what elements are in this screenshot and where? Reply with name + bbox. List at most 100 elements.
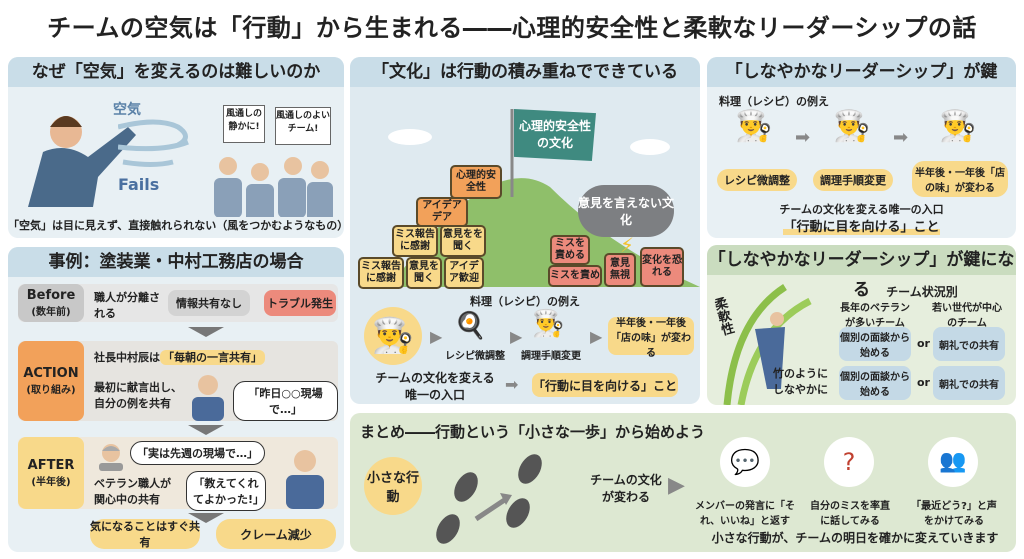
option-meeting-2: 朝礼での共有: [933, 366, 1005, 400]
case-panel: 事例：塗装業・中村工務店の場合 Before(数年前) 職人が分離される 情報共…: [8, 247, 344, 552]
arrow-icon: ➡: [505, 375, 519, 394]
entry-result: 「行動に目を向ける」こと: [532, 373, 678, 397]
or-label: or: [917, 337, 930, 350]
result-complaints: クレーム減少: [216, 519, 336, 549]
key-step2: 調理手順変更: [813, 169, 893, 191]
or-label: or: [917, 376, 930, 389]
entry-text: チームの文化を変える唯一の入口: [375, 371, 495, 402]
key-entry-result-text: 「行動に目を向ける」こと: [783, 220, 940, 235]
veteran-icon: [99, 444, 123, 471]
culture-heading: 「文化」は行動の積み重ねでできている: [350, 57, 700, 87]
president-icon: [286, 450, 324, 509]
block-safety: 心理的安全性: [450, 165, 502, 199]
why-caption: 「空気」は目に見えず、直接触れられない（風をつかむようなもの）: [8, 219, 344, 232]
bamboo-caption: 竹のようにしなやかに: [773, 367, 828, 396]
result-taste: 半年後・一年後「店の味」が変わる: [608, 317, 694, 359]
page-title: チームの空気は「行動」から生まれる――心理的安全性と柔軟なリーダーシップの話: [47, 14, 977, 42]
before-step1: 職人が分離される: [94, 291, 160, 320]
before-step3: トラブル発生: [264, 290, 336, 316]
after-title: AFTER: [27, 458, 75, 473]
action-label: ACTION(取り組み): [18, 341, 84, 421]
option-interview-1: 個別の面談から始める: [839, 327, 911, 361]
action-bubble: 「昨日○○現場で…」: [233, 381, 338, 421]
closing-text: 小さな行動が、チームの明日を確かに変えていきます: [711, 531, 999, 545]
sign-team: 風通しのよいチーム!: [275, 107, 331, 145]
why-panel: なぜ「空気」を変えるのは難しいのか 空気 Fails 風通しの静かに! 風通しの…: [8, 57, 344, 238]
talk-icon: 👥: [928, 437, 978, 487]
block-blame: ミスを責める: [550, 235, 590, 265]
chef-icon: 👨‍🍳: [364, 307, 422, 365]
option-meeting-1: 朝礼での共有: [933, 327, 1005, 361]
chef-icon: 👨‍🍳: [833, 109, 871, 144]
step-procedure: 調理手順変更: [521, 351, 581, 362]
footprints-icon: [436, 454, 542, 544]
summary-panel: まとめ――行動という「小さな一歩」から始めよう 小さな行動 チームの文化が変わる…: [350, 413, 1016, 552]
col-veteran: 長年のベテランが多いチーム: [840, 303, 910, 329]
recipe-title: 料理（レシピ）の例え: [470, 295, 580, 308]
block-blame-2: ミスを責め: [548, 265, 602, 287]
bamboo-icon: [723, 284, 812, 405]
after-line: ベテラン職人が関心中の共有: [94, 477, 171, 506]
block-fear-change: 変化を恐れる: [640, 247, 684, 287]
key-heading: 「しなやかなリーダーシップ」が鍵: [707, 57, 1016, 87]
block-listen: 意見をを聞く: [440, 225, 486, 257]
after-sub: (半年後): [31, 477, 71, 488]
key-panel: 「しなやかなリーダーシップ」が鍵 料理（レシピ）の例え 👨‍🍳 ➡ 👨‍🍳 ➡ …: [707, 57, 1016, 238]
arrow-icon: ▶: [430, 327, 443, 346]
chevron-right-icon: ▶: [668, 473, 685, 498]
down-arrow-icon: [188, 327, 224, 337]
before-sub: (数年前): [31, 307, 71, 318]
culture-panel: 「文化」は行動の積み重ねでできている 心理的安全性の文化 意見を言えない文化 ⚡…: [350, 57, 700, 404]
flag: 心理的安全性の文化: [514, 109, 596, 161]
option-interview-2: 個別の面談から始める: [839, 366, 911, 400]
down-arrow-icon: [188, 425, 224, 435]
president-icon: [192, 375, 224, 421]
action-line2: 最初に献言出し、自分の例を共有: [94, 381, 182, 410]
storm-cloud: 意見を言えない文化: [578, 185, 674, 237]
lightning-icon: ⚡: [620, 233, 635, 257]
key-recipe-title: 料理（レシピ）の例え: [719, 95, 829, 108]
chef-icon: 👨‍🍳: [735, 109, 773, 144]
example-greeting: 「最近どう?」と声をかけてみる: [911, 501, 997, 527]
block-idea-welcome: アイデア歓迎: [444, 257, 484, 289]
key-entry-result: 「行動に目を向ける」こと: [707, 216, 1016, 235]
arrow-icon: ➡: [795, 127, 811, 148]
block-listen-2: 意見を聞く: [406, 257, 442, 289]
wind-icon: [118, 119, 189, 167]
action-title: ACTION: [23, 366, 79, 381]
chef-small-icon: 👨‍🍳: [532, 309, 565, 339]
block-ignore: 意見無視: [604, 253, 636, 287]
block-idea: アイデアデア: [416, 197, 468, 227]
result-share: 気になることはすぐ共有: [90, 519, 200, 549]
fails-label: Fails: [118, 175, 160, 194]
small-action-bubble: 小さな行動: [364, 457, 422, 515]
after-bubble2: 「教えてくれてよかった!」: [186, 471, 266, 511]
praise-icon: 💬: [720, 437, 770, 487]
arrow-icon: ➡: [893, 127, 909, 148]
after-row: AFTER (半年後) 「実は先週の現場で…」 ベテラン職人が関心中の共有 「教え…: [18, 437, 338, 511]
flex-panel: 「しなやかなリーダーシップ」が鍵になる 柔軟性 竹のようにしなやかに チーム状況…: [707, 245, 1016, 405]
example-praise: メンバーの発言に「それ、いいね」と返す: [695, 501, 795, 527]
team-members-icon: [214, 157, 333, 217]
action-text: 社長中村辰は: [94, 351, 160, 364]
arrow-icon: ▶: [590, 327, 603, 346]
arrow-icon: ▶: [510, 327, 523, 346]
air-label: 空気: [113, 102, 141, 118]
down-arrow-icon: [188, 513, 224, 523]
before-row: Before (数年前) 職人が分離される 情報共有なし トラブル発生: [18, 284, 338, 322]
key-step3: 半年後・一年後「店の味」が変わる: [912, 161, 1008, 197]
culture-change-text: チームの文化が変わる: [590, 473, 662, 504]
block-mistake-thanks: ミス報告に感謝: [392, 225, 438, 257]
pan-icon: 🍳: [454, 311, 487, 341]
key-entry: チームの文化を変える唯一の入口: [779, 203, 944, 216]
action-highlight: 「毎朝の一言共有」: [160, 350, 265, 365]
summary-heading: まとめ――行動という「小さな一歩」から始めよう: [360, 423, 706, 441]
before-title: Before: [26, 288, 76, 303]
frustrated-manager-icon: [28, 116, 136, 207]
key-step1: レシピ微調整: [717, 169, 797, 191]
before-step2: 情報共有なし: [168, 290, 250, 316]
sign-quiet: 風通しの静かに!: [223, 105, 265, 143]
block-mistake-thanks-2: ミス報告に感謝: [358, 257, 404, 289]
action-line1: 社長中村辰は「毎朝の一言共有」: [94, 349, 265, 365]
after-bubble1: 「実は先週の現場で…」: [130, 441, 265, 465]
